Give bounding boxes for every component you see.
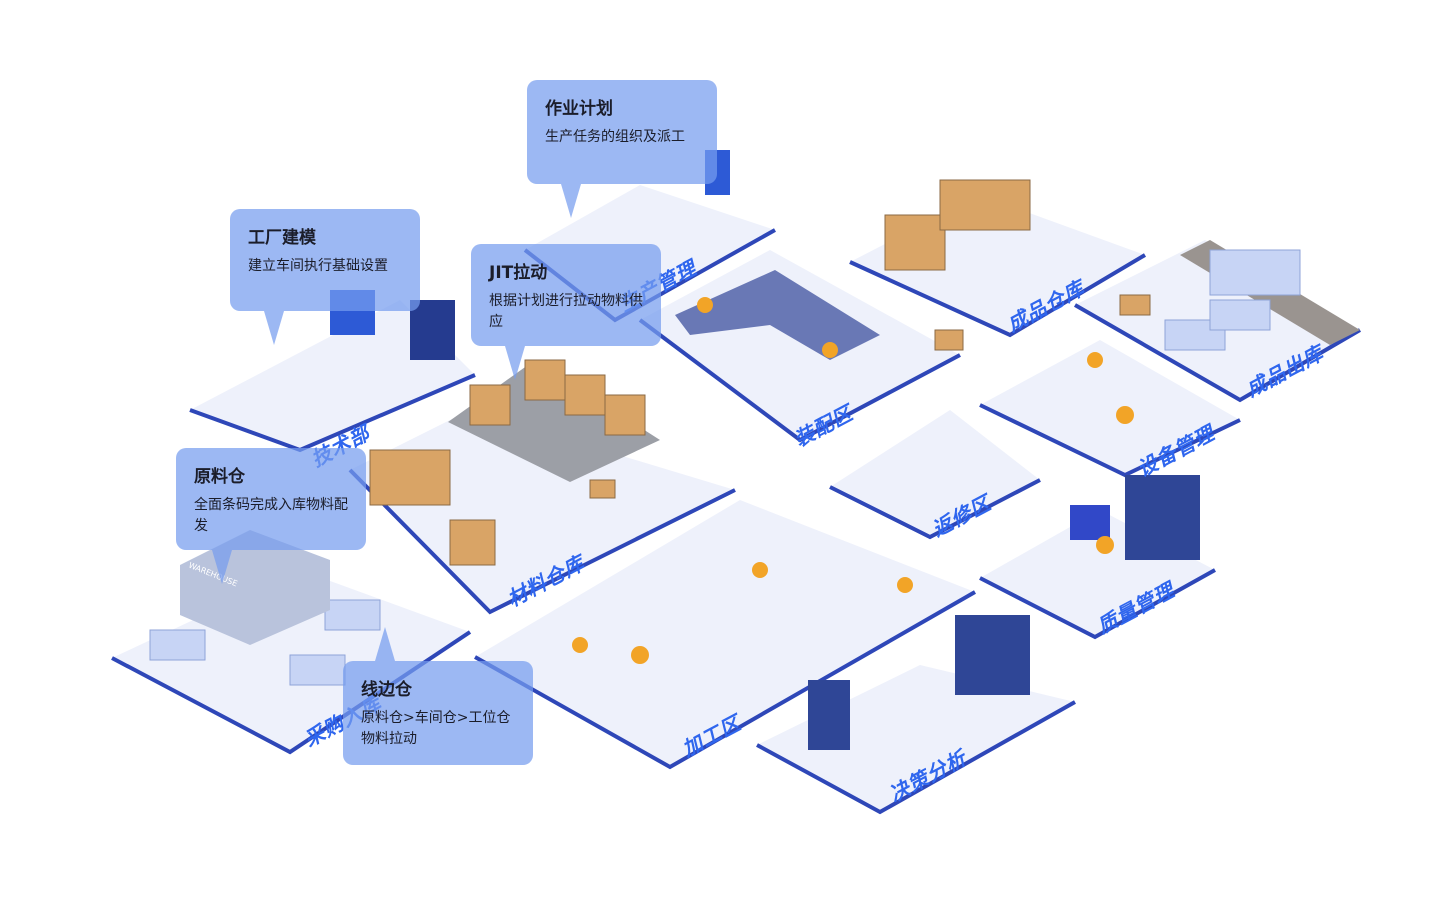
callout-desc: 原料仓>车间仓>工位仓物料拉动 (361, 710, 511, 747)
callout-desc: 全面条码完成入库物料配发 (194, 497, 348, 534)
callout-desc: 根据计划进行拉动物料供应 (489, 293, 643, 330)
callout-title: JIT拉动 (489, 263, 548, 283)
equipment-illustrations (149, 150, 1301, 750)
callout-desc: 生产任务的组织及派工 (545, 129, 685, 145)
callout-factory-modeling: 工厂建模 建立车间执行基础设置 (230, 209, 420, 345)
callout-title: 线边仓 (361, 680, 412, 700)
callout-lineside-warehouse: 线边仓 原料仓>车间仓>工位仓物料拉动 (343, 627, 533, 765)
callout-pointer (375, 627, 395, 661)
callout-raw-warehouse: 原料仓 全面条码完成入库物料配发 (176, 448, 366, 584)
platform-rework (829, 410, 1041, 540)
platform-processing (474, 500, 976, 770)
platform-decision (756, 665, 1076, 815)
callout-work-plan: 作业计划 生产任务的组织及派工 (527, 80, 717, 218)
callout-desc: 建立车间执行基础设置 (248, 258, 388, 274)
callout-title: 工厂建模 (248, 228, 316, 248)
callout-title: 作业计划 (545, 99, 613, 119)
callout-pointer (264, 311, 284, 345)
callout-pointer (505, 346, 525, 380)
callout-pointer (212, 550, 232, 584)
callout-title: 原料仓 (194, 467, 245, 487)
callout-pointer (561, 184, 581, 218)
callout-jit-pull: JIT拉动 根据计划进行拉动物料供应 (471, 244, 661, 380)
